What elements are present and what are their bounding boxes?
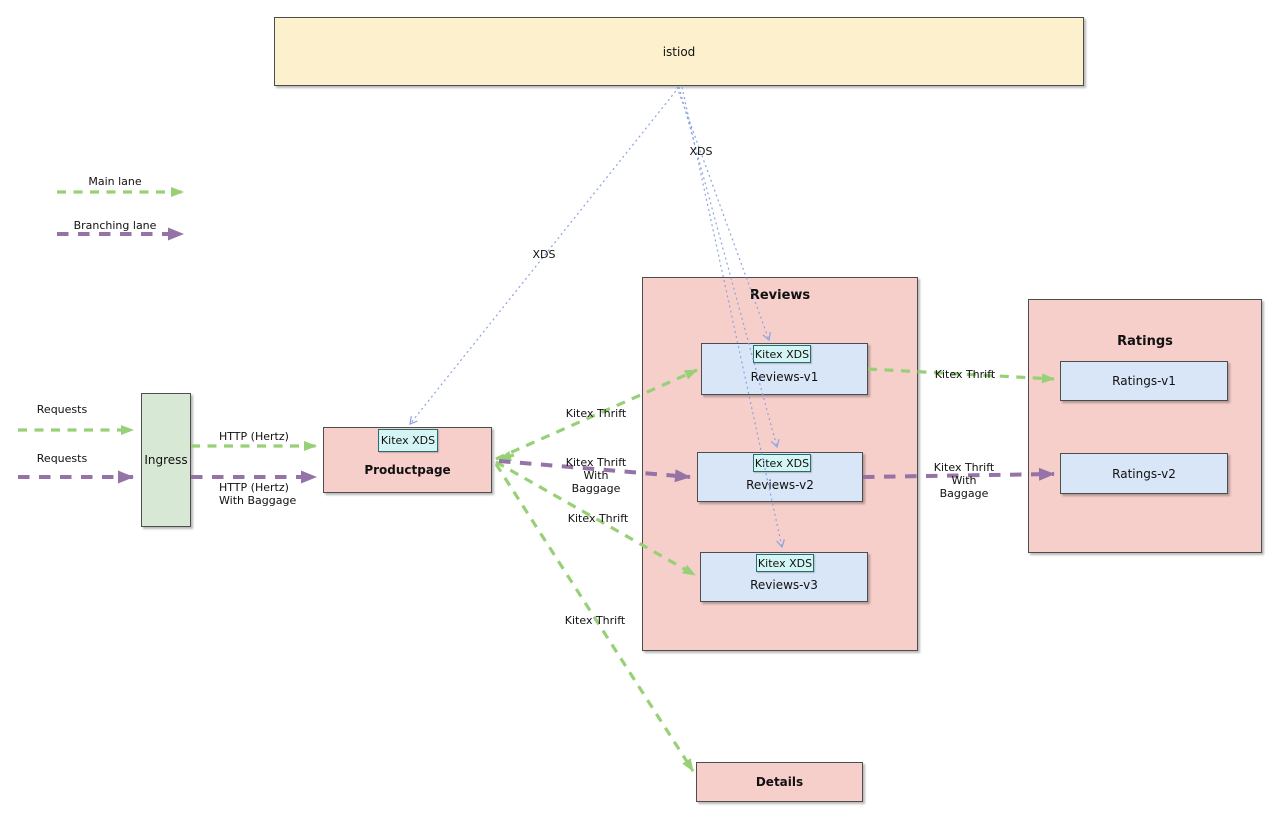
legend-main-lane-label: Main lane [88, 175, 142, 188]
node-reviews-v3: Kitex XDS Reviews-v3 [700, 552, 868, 602]
label-kitex-thrift-v2-baggage: Kitex Thrift With Baggage [565, 456, 627, 495]
node-ratings-v2-label: Ratings-v2 [1112, 466, 1176, 481]
node-reviews-v3-label: Reviews-v3 [750, 578, 818, 592]
label-kitex-thrift-details: Kitex Thrift [564, 614, 626, 627]
node-productpage: Kitex XDS Productpage [323, 427, 492, 493]
reviews-v1-kitex-xds-label: Kitex XDS [754, 347, 810, 361]
node-istiod: istiod [274, 17, 1084, 86]
legend-branching-lane-label: Branching lane [73, 219, 157, 232]
reviews-v2-kitex-xds-label: Kitex XDS [754, 456, 810, 470]
label-requests-main: Requests [36, 403, 88, 416]
reviews-v3-kitex-xds-chip: Kitex XDS [756, 554, 814, 572]
edge-response-into-productpage [498, 451, 515, 461]
label-kitex-thrift-v3: Kitex Thrift [567, 512, 629, 525]
label-kitex-thrift-v1: Kitex Thrift [565, 407, 627, 420]
node-ratings-v2: Ratings-v2 [1060, 453, 1228, 494]
label-requests-branching: Requests [36, 452, 88, 465]
productpage-kitex-xds-label: Kitex XDS [380, 434, 436, 447]
group-ratings: Ratings [1028, 299, 1262, 553]
node-reviews-v2-label: Reviews-v2 [746, 478, 814, 492]
node-ingress-label: Ingress [144, 453, 188, 467]
group-reviews-title: Reviews [749, 288, 811, 303]
label-xds-productpage: XDS [532, 248, 556, 261]
node-ratings-v1-label: Ratings-v1 [1112, 374, 1176, 388]
reviews-v2-kitex-xds-chip: Kitex XDS [753, 454, 811, 472]
node-reviews-v2: Kitex XDS Reviews-v2 [697, 452, 863, 502]
reviews-v3-kitex-xds-label: Kitex XDS [757, 556, 813, 570]
node-reviews-v1: Kitex XDS Reviews-v1 [701, 343, 868, 395]
node-productpage-label: Productpage [364, 463, 451, 477]
productpage-kitex-xds-chip: Kitex XDS [378, 429, 438, 452]
node-ingress: Ingress [141, 393, 191, 527]
node-istiod-label: istiod [662, 44, 696, 59]
node-reviews-v1-label: Reviews-v1 [750, 370, 819, 384]
node-details-label: Details [755, 775, 804, 789]
label-http-hertz-baggage: HTTP (Hertz) With Baggage [219, 481, 297, 507]
node-details: Details [696, 762, 863, 802]
group-ratings-title: Ratings [1117, 334, 1173, 349]
node-ratings-v1: Ratings-v1 [1060, 361, 1228, 401]
reviews-v1-kitex-xds-chip: Kitex XDS [753, 345, 811, 363]
label-http-hertz: HTTP (Hertz) [219, 430, 289, 443]
label-kitex-thrift-ratings-v2-baggage: Kitex Thrift With Baggage [933, 461, 995, 500]
label-kitex-thrift-ratings-v1: Kitex Thrift [934, 368, 996, 381]
label-xds-reviews: XDS [689, 145, 713, 158]
